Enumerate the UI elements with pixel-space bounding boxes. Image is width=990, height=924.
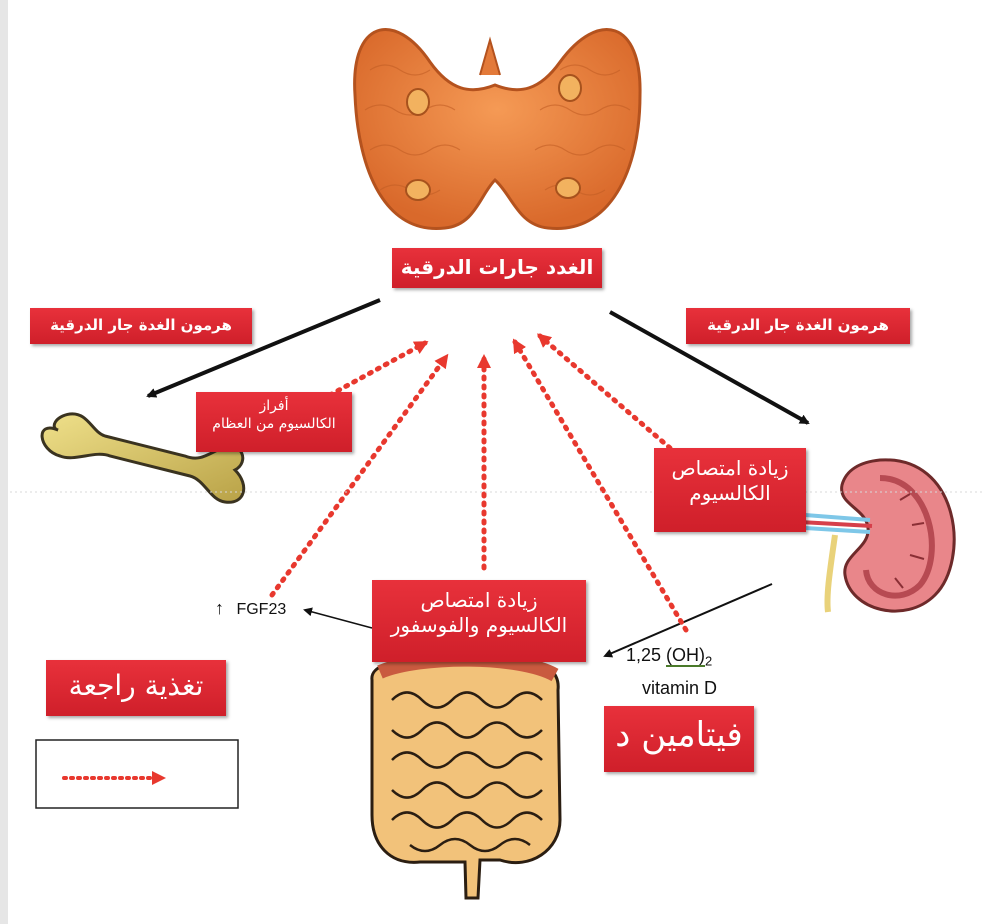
gut-absorption-line2: الكالسيوم والفوسفور — [372, 613, 586, 638]
bone-calcium-release-line2: الكالسيوم من العظام — [196, 416, 352, 434]
kidney-calcium-absorption-label: زيادة امتصاص الكالسيوم — [654, 448, 806, 532]
vitamin-d-formula: 1,25 (OH)2 — [626, 645, 712, 669]
feedback-kidney-arrow — [540, 336, 670, 448]
fgf23-up-arrow: ↑ — [215, 598, 224, 618]
vitamin-d-name: vitamin D — [642, 678, 717, 699]
fgf23-label: ↑ FGF23 — [215, 598, 286, 619]
parathyroid-glands-label: الغدد جارات الدرقية — [392, 248, 602, 288]
bone-calcium-release-line1: أفراز — [196, 398, 352, 416]
vitamin-d-formula-subscript: 2 — [705, 654, 712, 669]
feedback-legend-label: تغذية راجعة — [46, 660, 226, 716]
vitamin-d-arabic-label: فيتامين د — [604, 706, 754, 772]
pth-right-label: هرمون الغدة جار الدرقية — [686, 308, 910, 344]
pth-left-label: هرمون الغدة جار الدرقية — [30, 308, 252, 344]
kidney-illustration — [800, 460, 954, 612]
intestine-illustration — [372, 660, 560, 898]
kidney-calcium-absorption-line1: زيادة امتصاص — [654, 456, 806, 481]
gut-absorption-line1: زيادة امتصاص — [372, 588, 586, 613]
feedback-bone-arrow — [330, 343, 425, 395]
vitamin-d-formula-number: 1,25 — [626, 645, 666, 665]
fgf23-text: FGF23 — [236, 601, 286, 618]
kidney-calcium-absorption-line2: الكالسيوم — [654, 481, 806, 506]
vitamin-d-formula-oh: (OH) — [666, 645, 705, 667]
gut-absorption-label: زيادة امتصاص الكالسيوم والفوسفور — [372, 580, 586, 662]
gut-to-fgf23-arrow — [305, 610, 372, 628]
bone-calcium-release-label: أفراز الكالسيوم من العظام — [196, 392, 352, 452]
parathyroid-gland-illustration — [355, 30, 640, 229]
legend-box — [36, 740, 238, 808]
